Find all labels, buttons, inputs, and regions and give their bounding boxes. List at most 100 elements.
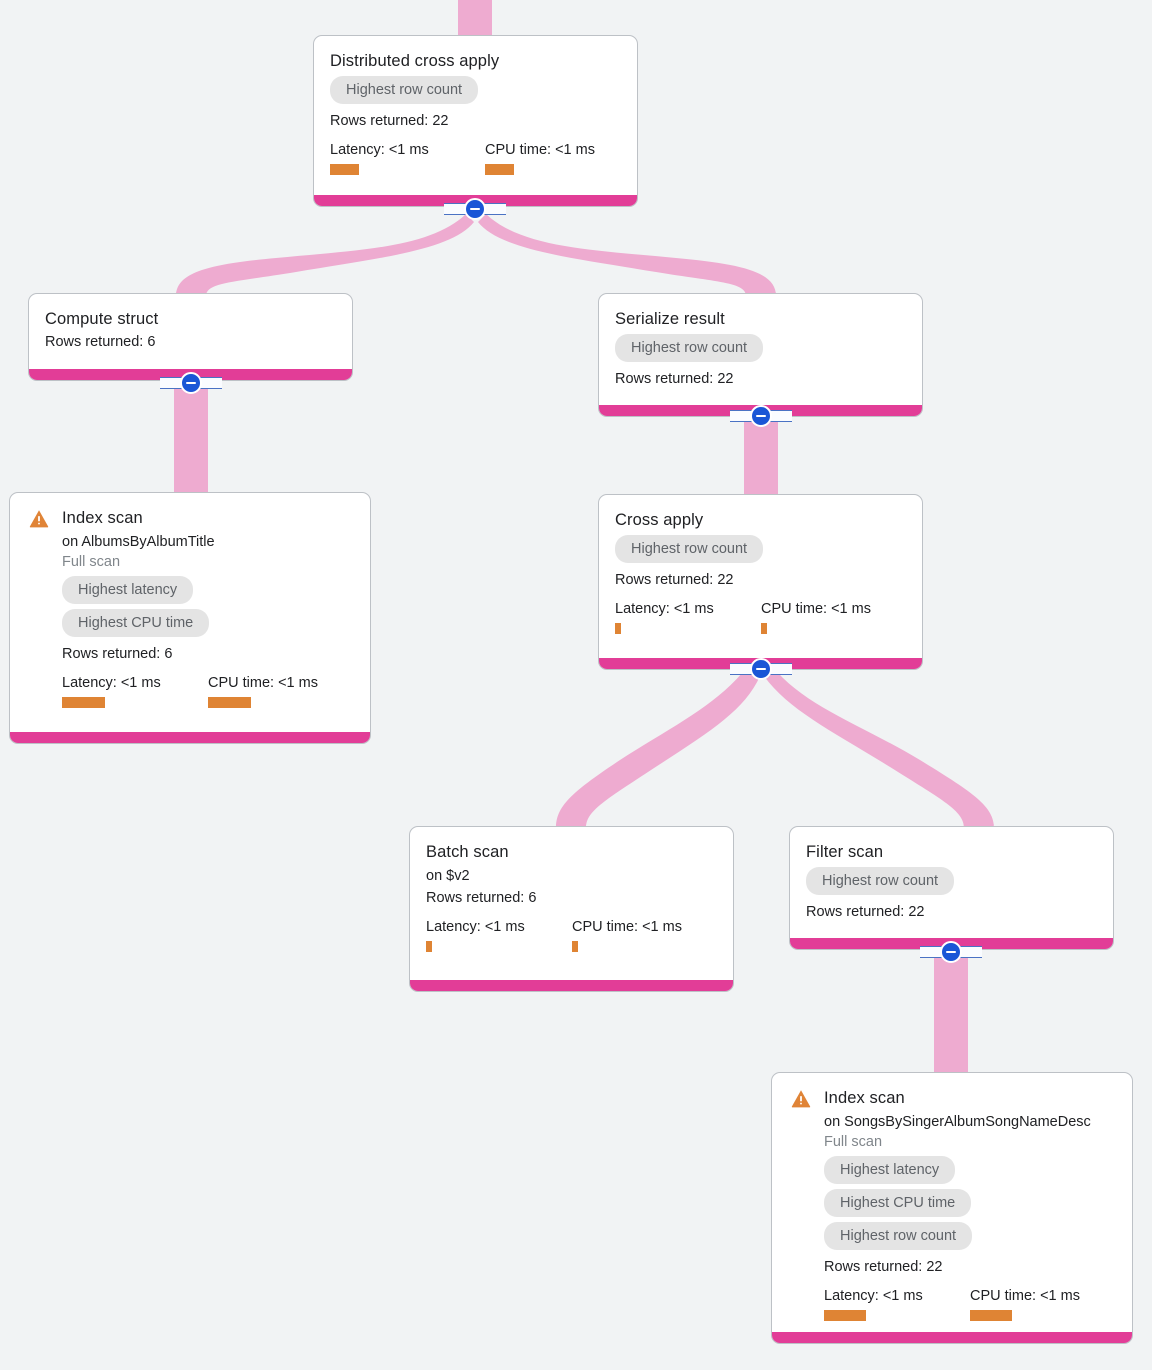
node-footer-bar	[410, 980, 733, 991]
badge-highest-cpu-time: Highest CPU time	[62, 609, 210, 637]
edge-root-to-serialize-result	[478, 214, 776, 296]
metric-latency-bar	[615, 623, 621, 634]
metric-latency-label: Latency: <1 ms	[615, 601, 714, 617]
badge-highest-row-count: Highest row count	[824, 1222, 973, 1250]
toggle-rail-right	[770, 663, 792, 675]
toggle-rail-left	[920, 946, 942, 958]
badge-highest-latency: Highest latency	[824, 1156, 956, 1184]
edge-cross-apply-to-filter-scan	[764, 666, 994, 828]
node-footer-bar	[772, 1332, 1132, 1343]
badge-highest-row-count: Highest row count	[806, 867, 955, 895]
metric-cpu-label: CPU time: <1 ms	[208, 675, 318, 691]
node-badges: Highest row count	[806, 867, 1097, 900]
metric-cpu-label: CPU time: <1 ms	[761, 601, 871, 617]
node-footer-bar	[10, 732, 370, 743]
metric-latency: Latency: <1 ms	[330, 141, 429, 175]
plan-node-cross-apply[interactable]: Cross apply Highest row count Rows retur…	[598, 494, 923, 670]
node-title: Batch scan	[426, 843, 509, 861]
toggle-rail-left	[730, 410, 752, 422]
node-metrics: Latency: <1 ms CPU time: <1 ms	[426, 918, 717, 952]
toggle-rail-right	[484, 203, 506, 215]
node-scan-type: Full scan	[824, 1134, 883, 1150]
node-metrics: Latency: <1 ms CPU time: <1 ms	[824, 1287, 1116, 1321]
metric-latency-bar	[824, 1310, 866, 1321]
metric-cpu-time: CPU time: <1 ms	[485, 141, 595, 175]
node-rows-returned: Rows returned: 6	[426, 890, 537, 906]
edge-root-to-compute-struct	[176, 214, 474, 296]
toggle-rail-right	[770, 410, 792, 422]
node-title: Filter scan	[806, 843, 884, 861]
metric-cpu-bar	[485, 164, 514, 175]
node-metrics: Latency: <1 ms CPU time: <1 ms	[330, 141, 621, 175]
badge-highest-row-count: Highest row count	[615, 334, 764, 362]
node-badges: Highest row count	[615, 535, 906, 568]
node-title: Index scan	[62, 509, 143, 527]
metric-latency-bar	[62, 697, 105, 708]
node-body: Index scan on SongsBySingerAlbumSongName…	[772, 1073, 1132, 1335]
metric-latency: Latency: <1 ms	[824, 1287, 923, 1321]
node-body: Cross apply Highest row count Rows retur…	[599, 495, 922, 648]
plan-node-index-scan-songs[interactable]: Index scan on SongsBySingerAlbumSongName…	[771, 1072, 1133, 1344]
minus-circle-icon[interactable]	[750, 658, 772, 680]
plan-node-compute-struct[interactable]: Compute struct Rows returned: 6	[28, 293, 353, 381]
metric-latency-bar	[330, 164, 359, 175]
badge-highest-row-count: Highest row count	[330, 76, 479, 104]
plan-node-batch-scan[interactable]: Batch scan on $v2 Rows returned: 6 Laten…	[409, 826, 734, 992]
node-rows-returned: Rows returned: 22	[330, 113, 449, 129]
metric-cpu-time: CPU time: <1 ms	[761, 600, 871, 634]
metric-latency-label: Latency: <1 ms	[62, 675, 161, 691]
badge-highest-cpu-time: Highest CPU time	[824, 1189, 972, 1217]
toggle-rail-right	[200, 377, 222, 389]
metric-latency-bar	[426, 941, 432, 952]
toggle-rail-right	[960, 946, 982, 958]
node-body: Distributed cross apply Highest row coun…	[314, 36, 637, 189]
plan-node-distributed-cross-apply[interactable]: Distributed cross apply Highest row coun…	[313, 35, 638, 207]
node-body: Batch scan on $v2 Rows returned: 6 Laten…	[410, 827, 733, 966]
minus-circle-icon[interactable]	[464, 198, 486, 220]
collapse-toggle-serialize-result[interactable]	[730, 405, 792, 427]
node-rows-returned: Rows returned: 6	[62, 646, 173, 662]
minus-circle-icon[interactable]	[180, 372, 202, 394]
collapse-toggle-distributed-cross-apply[interactable]	[444, 198, 506, 220]
node-title: Cross apply	[615, 511, 704, 529]
metric-cpu-bar	[970, 1310, 1012, 1321]
collapse-toggle-filter-scan[interactable]	[920, 941, 982, 963]
metric-latency: Latency: <1 ms	[426, 918, 525, 952]
toggle-rail-left	[444, 203, 466, 215]
metric-cpu-time: CPU time: <1 ms	[208, 674, 318, 708]
metric-cpu-label: CPU time: <1 ms	[485, 142, 595, 158]
warning-triangle-icon	[29, 510, 49, 528]
collapse-toggle-compute-struct[interactable]	[160, 372, 222, 394]
node-subtitle: on $v2	[426, 868, 470, 884]
metric-cpu-time: CPU time: <1 ms	[970, 1287, 1080, 1321]
node-scan-type: Full scan	[62, 554, 121, 570]
metric-cpu-bar	[572, 941, 578, 952]
node-rows-returned: Rows returned: 6	[45, 334, 156, 350]
node-body: Index scan on AlbumsByAlbumTitle Full sc…	[10, 493, 370, 722]
metric-latency: Latency: <1 ms	[615, 600, 714, 634]
metric-cpu-time: CPU time: <1 ms	[572, 918, 682, 952]
node-title: Distributed cross apply	[330, 52, 500, 70]
plan-node-index-scan-albums[interactable]: Index scan on AlbumsByAlbumTitle Full sc…	[9, 492, 371, 744]
metric-cpu-bar	[761, 623, 767, 634]
edge-root-inlet	[458, 0, 492, 36]
plan-node-serialize-result[interactable]: Serialize result Highest row count Rows …	[598, 293, 923, 417]
metric-cpu-label: CPU time: <1 ms	[572, 919, 682, 935]
node-rows-returned: Rows returned: 22	[806, 904, 925, 920]
minus-circle-icon[interactable]	[750, 405, 772, 427]
node-badges: Highest latency Highest CPU time	[62, 576, 354, 642]
plan-node-filter-scan[interactable]: Filter scan Highest row count Rows retur…	[789, 826, 1114, 950]
node-badges: Highest row count	[330, 76, 621, 109]
edge-serialize-result-to-cross-apply	[744, 418, 778, 494]
metric-cpu-bar	[208, 697, 251, 708]
collapse-toggle-cross-apply[interactable]	[730, 658, 792, 680]
toggle-rail-left	[160, 377, 182, 389]
node-rows-returned: Rows returned: 22	[615, 371, 734, 387]
badge-highest-row-count: Highest row count	[615, 535, 764, 563]
metric-latency-label: Latency: <1 ms	[330, 142, 429, 158]
toggle-rail-left	[730, 663, 752, 675]
node-badges: Highest row count	[615, 334, 906, 367]
node-rows-returned: Rows returned: 22	[615, 572, 734, 588]
minus-circle-icon[interactable]	[940, 941, 962, 963]
node-title: Compute struct	[45, 310, 159, 328]
